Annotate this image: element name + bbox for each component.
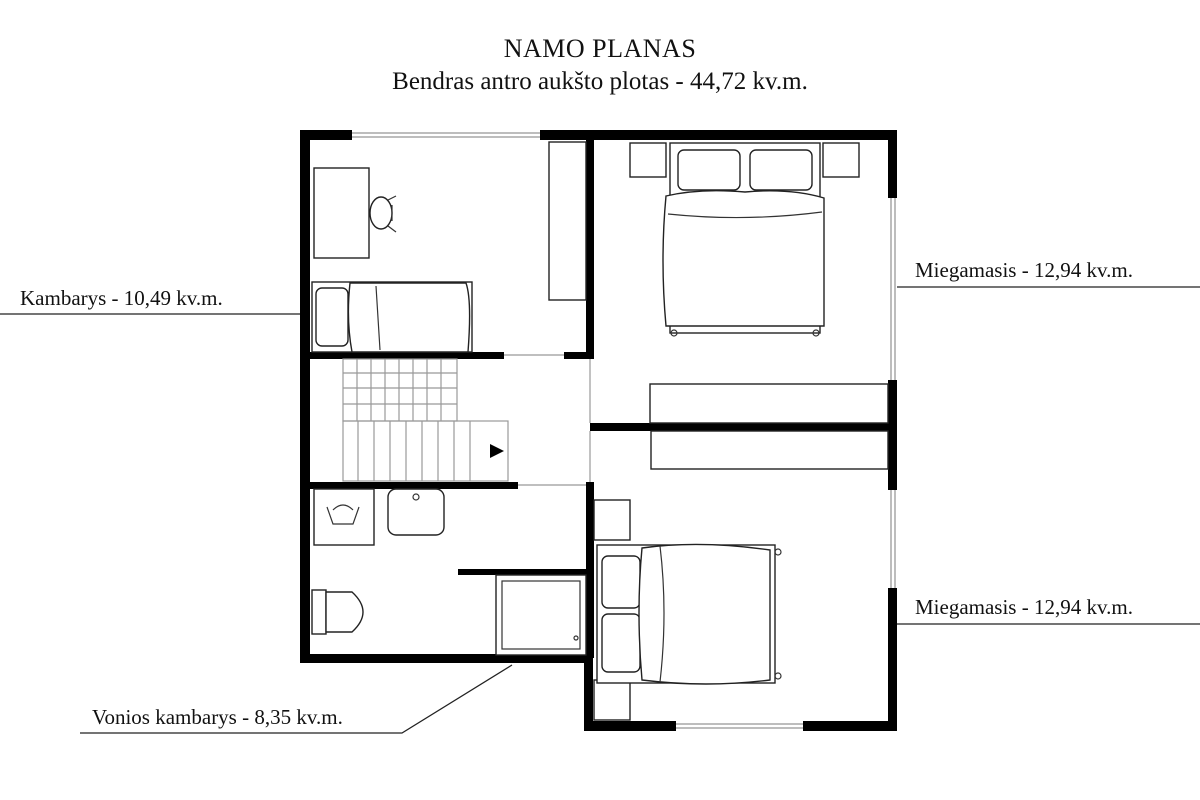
windows bbox=[352, 132, 896, 729]
desk-icon bbox=[313, 167, 370, 259]
wardrobe bbox=[548, 141, 587, 301]
sink-icon bbox=[313, 488, 375, 546]
bed-icon bbox=[596, 543, 782, 685]
shower-icon bbox=[495, 574, 587, 656]
nightstand bbox=[593, 679, 631, 721]
inner-walls bbox=[310, 140, 890, 658]
nightstand bbox=[822, 142, 860, 178]
bed-icon bbox=[662, 142, 825, 337]
stairs-icon bbox=[342, 358, 509, 482]
outer-walls bbox=[300, 130, 897, 731]
bedroom-2-furniture bbox=[593, 430, 889, 721]
bedroom-1-furniture bbox=[629, 142, 889, 424]
arrow-right-icon bbox=[490, 444, 504, 458]
chair-icon bbox=[369, 195, 397, 233]
room-label-miegamasis-bottom: Miegamasis - 12,94 kv.m. bbox=[915, 595, 1133, 619]
wardrobe bbox=[649, 383, 889, 424]
toilet-icon bbox=[311, 589, 364, 635]
sink-icon bbox=[387, 488, 445, 536]
leader-lines bbox=[0, 286, 1200, 734]
room-label-kambarys: Kambarys - 10,49 kv.m. bbox=[20, 286, 223, 310]
page-subtitle: Bendras antro aukšto plotas - 44,72 kv.m… bbox=[392, 68, 808, 95]
kambarys-furniture bbox=[311, 141, 587, 353]
bed-icon bbox=[311, 281, 473, 353]
wardrobe bbox=[650, 430, 889, 470]
nightstand bbox=[629, 142, 667, 178]
nightstand bbox=[593, 499, 631, 541]
room-label-vonios: Vonios kambarys - 8,35 kv.m. bbox=[92, 705, 343, 729]
bathroom-fixtures bbox=[311, 488, 587, 656]
room-label-miegamasis-top: Miegamasis - 12,94 kv.m. bbox=[915, 258, 1133, 282]
page-title: NAMO PLANAS bbox=[503, 34, 697, 63]
